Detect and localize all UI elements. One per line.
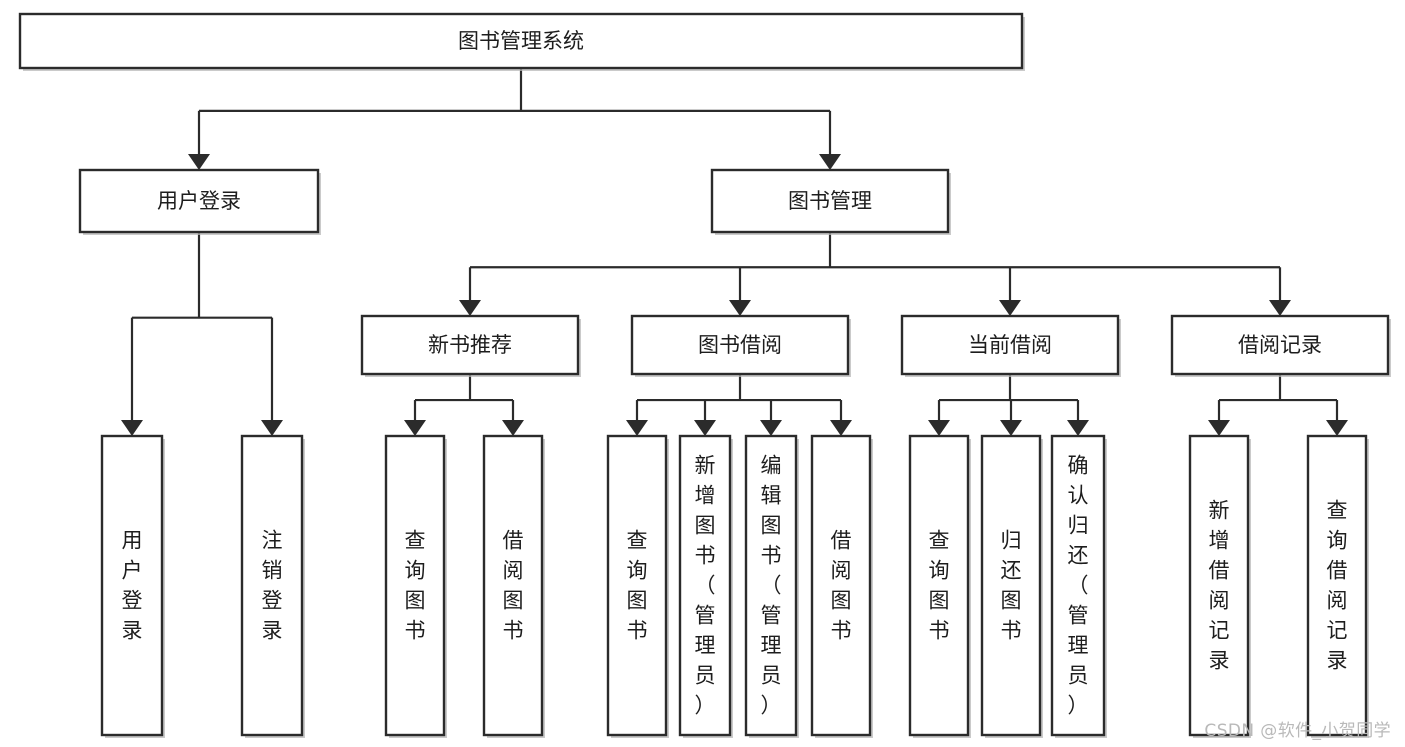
node-user-login[interactable]: 用户登录: [78, 168, 321, 235]
node-label: 新增借阅记录: [1209, 499, 1230, 673]
node-label: 注销登录: [262, 529, 283, 643]
node-label: 图书管理: [788, 189, 872, 213]
node-label: 当前借阅: [968, 333, 1052, 357]
node-label: 用户登录: [157, 189, 241, 213]
node-leaf-query-book-2[interactable]: 查询图书: [606, 434, 669, 738]
node-book-manage[interactable]: 图书管理: [710, 168, 951, 235]
node-new-book-rec[interactable]: 新书推荐: [360, 314, 581, 377]
edge-group-new_book_rec: [404, 374, 524, 436]
node-borrow-record[interactable]: 借阅记录: [1170, 314, 1391, 377]
node-label: 新书推荐: [428, 333, 512, 357]
node-leaf-return-book[interactable]: 归还图书: [980, 434, 1043, 738]
edge-layer: [121, 68, 1348, 436]
node-leaf-query-book-3[interactable]: 查询图书: [908, 434, 971, 738]
node-leaf-query-record[interactable]: 查询借阅记录: [1306, 434, 1369, 738]
edge-group-root: [188, 68, 841, 170]
node-current-borrow[interactable]: 当前借阅: [900, 314, 1121, 377]
node-layer: 图书管理系统用户登录图书管理新书推荐图书借阅当前借阅借阅记录用户登录注销登录查询…: [18, 12, 1391, 738]
edge-group-book_manage: [459, 232, 1291, 316]
node-label: 借阅图书: [831, 529, 852, 643]
watermark-label: CSDN @软件_小贺同学: [1204, 721, 1391, 741]
node-label: 借阅图书: [503, 529, 524, 643]
edge-group-user_login: [121, 232, 283, 436]
node-leaf-edit-book[interactable]: 编辑图书（管理员）: [744, 434, 799, 738]
node-label: 编辑图书（管理员）: [761, 454, 782, 718]
node-root[interactable]: 图书管理系统: [18, 12, 1025, 71]
node-book-borrow[interactable]: 图书借阅: [630, 314, 851, 377]
node-label: 查询图书: [627, 529, 648, 643]
node-label: 查询图书: [405, 529, 426, 643]
edge-group-book_borrow: [626, 374, 852, 436]
edge-group-current_borrow: [928, 374, 1089, 436]
node-label: 查询借阅记录: [1327, 499, 1348, 673]
node-label: 新增图书（管理员）: [695, 454, 716, 718]
node-label: 查询图书: [929, 529, 950, 643]
node-leaf-add-record[interactable]: 新增借阅记录: [1188, 434, 1251, 738]
node-leaf-borrow-book-1[interactable]: 借阅图书: [482, 434, 545, 738]
edge-group-borrow_record: [1208, 374, 1348, 436]
node-label: 图书管理系统: [458, 29, 584, 53]
node-leaf-borrow-book-2[interactable]: 借阅图书: [810, 434, 873, 738]
node-leaf-add-book[interactable]: 新增图书（管理员）: [678, 434, 733, 738]
node-label: 用户登录: [122, 529, 143, 643]
node-leaf-logout[interactable]: 注销登录: [240, 434, 305, 738]
node-label: 确认归还（管理员）: [1068, 454, 1089, 718]
node-label: 归还图书: [1001, 529, 1022, 643]
node-leaf-query-book-1[interactable]: 查询图书: [384, 434, 447, 738]
node-leaf-confirm-return[interactable]: 确认归还（管理员）: [1050, 434, 1107, 738]
node-leaf-user-login[interactable]: 用户登录: [100, 434, 165, 738]
node-label: 借阅记录: [1238, 333, 1322, 357]
node-label: 图书借阅: [698, 333, 782, 357]
